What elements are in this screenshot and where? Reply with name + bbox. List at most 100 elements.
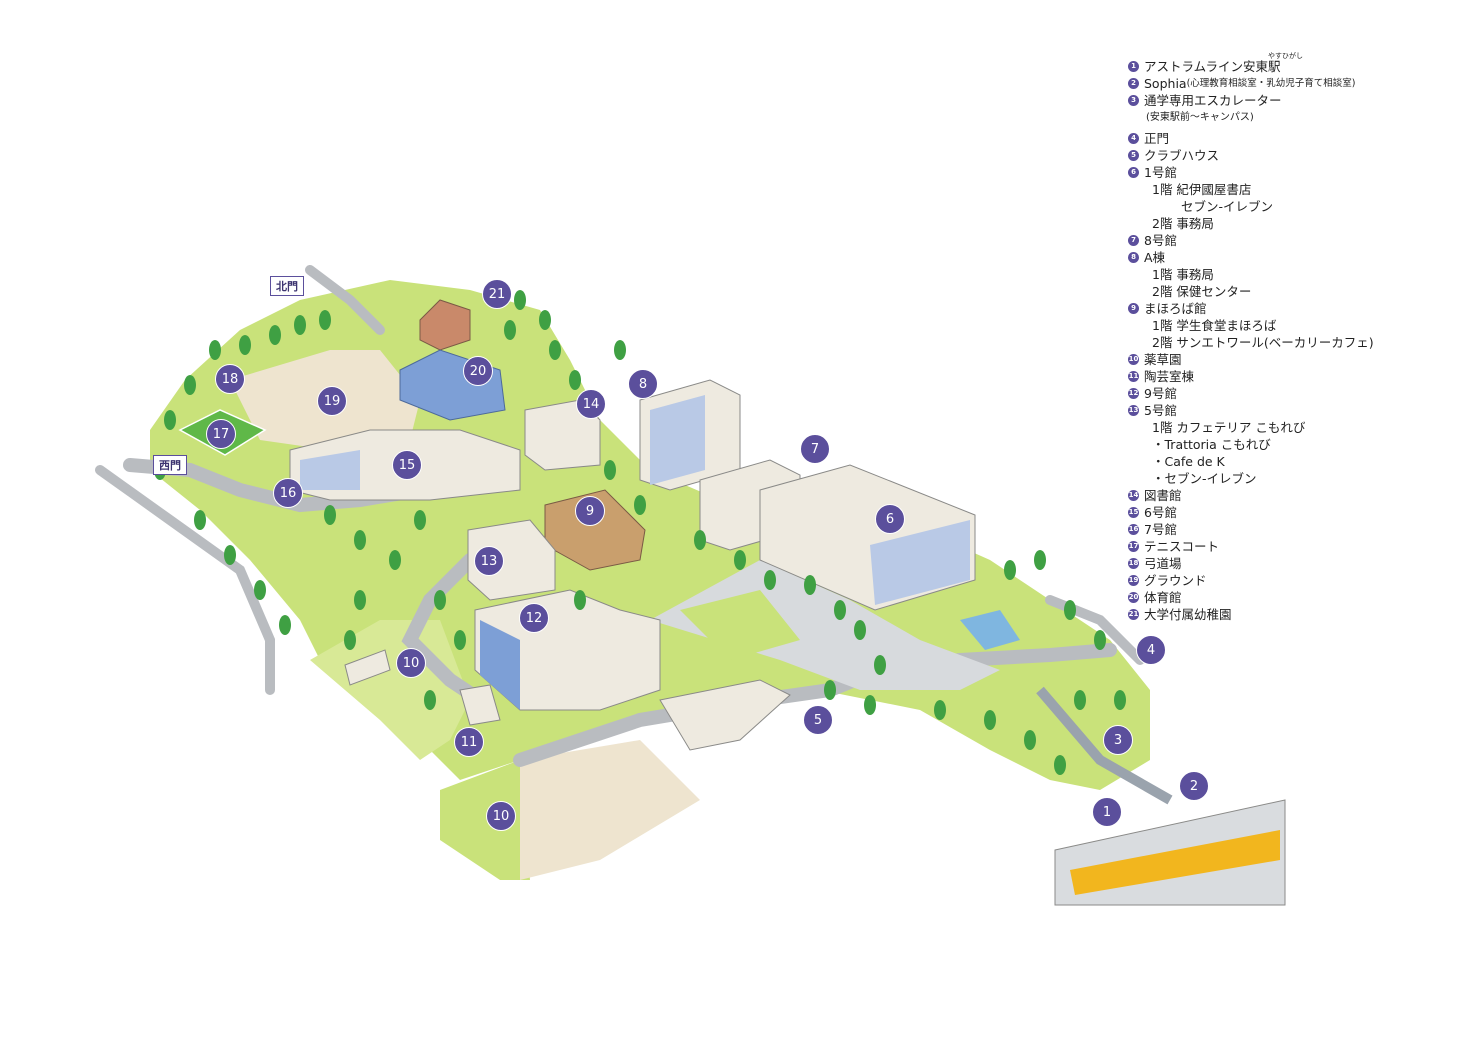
marker-2[interactable]: 2 — [1179, 771, 1209, 801]
legend-num: 4 — [1128, 133, 1139, 144]
marker-6[interactable]: 6 — [875, 504, 905, 534]
legend-sub: 1階 カフェテリア こもれび — [1152, 420, 1306, 435]
legend-num: 17 — [1128, 541, 1139, 552]
legend-item-17: 17 テニスコート — [1128, 538, 1458, 555]
legend-num: 6 — [1128, 167, 1139, 178]
marker-21[interactable]: 21 — [482, 279, 512, 309]
legend-item-10: 10 薬草園 — [1128, 351, 1458, 368]
tree-icon — [454, 630, 466, 650]
legend-item-15: 15 6号館 — [1128, 504, 1458, 521]
marker-10-upper[interactable]: 10 — [396, 648, 426, 678]
legend-sub: 1階 学生食堂まほろば — [1152, 318, 1277, 333]
legend-label: 正門 — [1144, 131, 1170, 146]
marker-7[interactable]: 7 — [800, 434, 830, 464]
legend-furigana: やすひがし — [1268, 52, 1303, 60]
legend-label: 9号館 — [1144, 386, 1177, 401]
tree-icon — [414, 510, 426, 530]
legend-num: 2 — [1128, 78, 1139, 89]
tree-icon — [224, 545, 236, 565]
legend-label: 体育館 — [1144, 590, 1182, 605]
building-10-shed — [344, 649, 391, 686]
building-21-kindergarten — [419, 299, 471, 351]
legend-num: 1 — [1128, 61, 1139, 72]
legend-item-1: やすひがし 1 アストラムライン安東駅 — [1128, 52, 1458, 75]
marker-16[interactable]: 16 — [273, 478, 303, 508]
legend-label: 1号館 — [1144, 165, 1177, 180]
legend-num: 20 — [1128, 592, 1139, 603]
marker-15[interactable]: 15 — [392, 450, 422, 480]
marker-3[interactable]: 3 — [1103, 725, 1133, 755]
marker-12[interactable]: 12 — [519, 603, 549, 633]
sand-field — [520, 740, 700, 880]
marker-13[interactable]: 13 — [474, 546, 504, 576]
legend-num: 21 — [1128, 609, 1139, 620]
tree-icon — [344, 630, 356, 650]
legend-item-16: 16 7号館 — [1128, 521, 1458, 538]
tree-icon — [634, 495, 646, 515]
tree-icon — [239, 335, 251, 355]
tree-icon — [934, 700, 946, 720]
legend-sub: 2階 保健センター — [1152, 284, 1252, 299]
tree-icon — [1024, 730, 1036, 750]
marker-4[interactable]: 4 — [1136, 635, 1166, 665]
marker-8[interactable]: 8 — [628, 369, 658, 399]
legend-num: 11 — [1128, 371, 1139, 382]
tree-icon — [764, 570, 776, 590]
legend-item-6: 6 1号館 — [1128, 164, 1458, 181]
legend-note: (心理教育相談室・乳幼児子育て相談室) — [1186, 78, 1356, 89]
tree-icon — [1034, 550, 1046, 570]
tree-icon — [324, 505, 336, 525]
legend-item-7: 7 8号館 — [1128, 232, 1458, 249]
marker-20[interactable]: 20 — [463, 356, 493, 386]
building-11-pottery — [459, 684, 501, 726]
marker-11[interactable]: 11 — [454, 727, 484, 757]
tree-icon — [1074, 690, 1086, 710]
tree-icon — [854, 620, 866, 640]
tree-icon — [209, 340, 221, 360]
marker-5[interactable]: 5 — [803, 705, 833, 735]
legend-item-19: 19 グラウンド — [1128, 572, 1458, 589]
legend-label: 5号館 — [1144, 403, 1177, 418]
legend-item-9: 9 まほろば館 — [1128, 300, 1458, 317]
legend-num: 9 — [1128, 303, 1139, 314]
legend-sub: ・Cafe de K — [1152, 454, 1225, 469]
legend-num: 8 — [1128, 252, 1139, 263]
tree-icon — [734, 550, 746, 570]
tree-icon — [604, 460, 616, 480]
marker-19[interactable]: 19 — [317, 386, 347, 416]
tree-icon — [984, 710, 996, 730]
legend-sub: セブン-イレブン — [1152, 199, 1273, 214]
legend-sub: (安東駅前～キャンパス) — [1146, 112, 1254, 123]
marker-9[interactable]: 9 — [575, 496, 605, 526]
tree-icon — [614, 340, 626, 360]
legend-item-11: 11 陶芸室棟 — [1128, 368, 1458, 385]
legend-sub: 2階 事務局 — [1152, 216, 1214, 231]
marker-10-lower[interactable]: 10 — [486, 801, 516, 831]
legend-item-8: 8 A棟 — [1128, 249, 1458, 266]
trees — [154, 290, 1126, 775]
legend-label: 大学付属幼稚園 — [1144, 607, 1232, 622]
marker-17[interactable]: 17 — [206, 419, 236, 449]
tree-icon — [279, 615, 291, 635]
marker-1[interactable]: 1 — [1092, 797, 1122, 827]
tree-icon — [804, 575, 816, 595]
marker-14[interactable]: 14 — [576, 389, 606, 419]
legend-item-21: 21 大学付属幼稚園 — [1128, 606, 1458, 623]
building-13 — [467, 519, 556, 601]
tree-icon — [424, 690, 436, 710]
legend-label: クラブハウス — [1144, 148, 1220, 163]
legend-item-2: 2 Sophia (心理教育相談室・乳幼児子育て相談室) — [1128, 75, 1458, 92]
building-6 — [759, 464, 976, 611]
tree-icon — [194, 510, 206, 530]
legend-label: 弓道場 — [1144, 556, 1182, 571]
tree-icon — [504, 320, 516, 340]
station-1 — [1054, 799, 1286, 906]
tree-icon — [269, 325, 281, 345]
plaza-lawn — [680, 590, 800, 660]
legend-num: 15 — [1128, 507, 1139, 518]
tree-icon — [164, 410, 176, 430]
legend-label: 6号館 — [1144, 505, 1177, 520]
legend-num: 3 — [1128, 95, 1139, 106]
marker-18[interactable]: 18 — [215, 364, 245, 394]
legend-num: 16 — [1128, 524, 1139, 535]
